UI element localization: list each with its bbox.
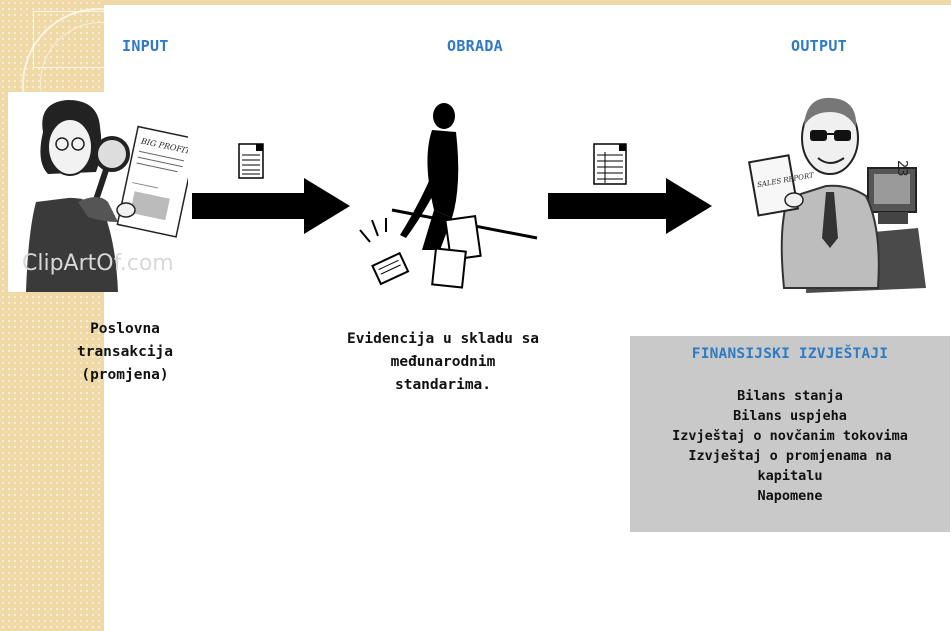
report-item: Bilans uspjeha bbox=[733, 408, 847, 424]
report-item: Napomene bbox=[757, 488, 823, 504]
financial-reports-title: FINANSIJSKI IZVJEŠTAJI bbox=[691, 346, 889, 362]
caption-input: Poslovna transakcija (promjena) bbox=[76, 321, 174, 383]
top-decor-band bbox=[0, 0, 951, 5]
document-icon bbox=[238, 143, 264, 179]
stage-title-input: INPUT bbox=[122, 37, 169, 55]
financial-reports-box: FINANSIJSKI IZVJEŠTAJI Bilans stanja Bil… bbox=[630, 336, 950, 532]
stage-title-obrada: OBRADA bbox=[447, 37, 503, 55]
report-item: Izvještaj o promjenama na bbox=[688, 448, 892, 464]
output-badge-number: 23 bbox=[894, 160, 909, 177]
obrada-person-illustration bbox=[359, 103, 538, 289]
decor-arc bbox=[22, 8, 176, 162]
input-person-illustration: BIG PROFIT ClipArtOf.com bbox=[8, 92, 188, 292]
report-item: Bilans stanja bbox=[737, 388, 843, 404]
clipart-watermark: ClipArtOf.com bbox=[22, 251, 174, 276]
flow-arrow-input-to-obrada bbox=[192, 178, 350, 234]
document-list-icon bbox=[593, 143, 627, 185]
report-item: Izvještaj o novčanim tokovima bbox=[672, 428, 908, 444]
financial-reports-list: Bilans stanja Bilans uspjeha Izvještaj o… bbox=[630, 386, 950, 506]
decor-frame bbox=[33, 11, 107, 68]
stage-title-output: OUTPUT bbox=[791, 37, 847, 55]
output-person-illustration: 23 SALES REPORT bbox=[748, 97, 926, 293]
caption-obrada: Evidencija u skladu sa međunarodnim stan… bbox=[346, 331, 540, 393]
flow-arrow-obrada-to-output bbox=[548, 178, 712, 234]
report-item: kapitalu bbox=[757, 468, 823, 484]
decor-arc-inner bbox=[40, 22, 162, 144]
